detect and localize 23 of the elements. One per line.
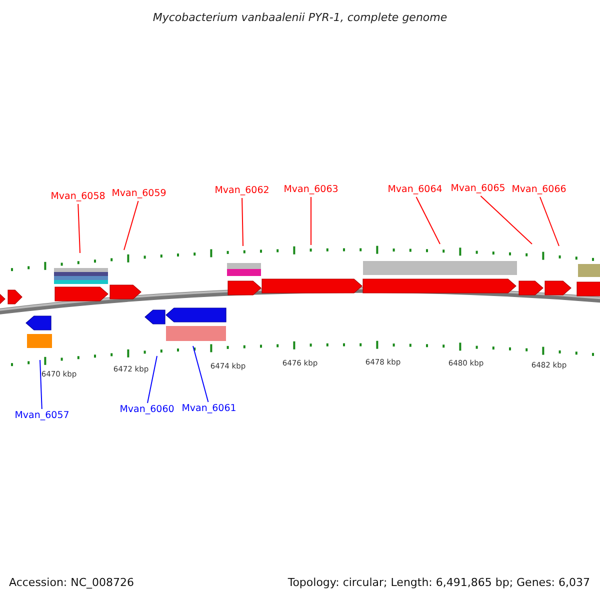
leader-line [242, 198, 244, 246]
gene-label: Mvan_6058 [50, 191, 106, 203]
gene-label: Mvan_6062 [214, 185, 270, 197]
gene-label: Mvan_6059 [112, 188, 166, 200]
gene-label: Mvan_6060 [120, 404, 174, 416]
leader-line [540, 196, 560, 246]
leader-line [147, 356, 158, 404]
gene-label: Mvan_6057 [14, 410, 70, 422]
gene-label: Mvan_6064 [388, 184, 442, 196]
leader-line [416, 196, 440, 244]
accession-note: Accession: NC_008726 [9, 575, 134, 591]
gene-label: Mvan_6063 [284, 184, 338, 196]
leader-line [310, 196, 312, 246]
leader-line [78, 204, 80, 254]
leader-line [124, 200, 139, 250]
leader-line [40, 360, 42, 410]
gene-label: Mvan_6065 [450, 183, 506, 195]
gene-label: Mvan_6061 [182, 403, 236, 415]
genome-summary-note: Topology: circular; Length: 6,491,865 bp; Genes: 6,037 [288, 575, 590, 591]
gene-label: Mvan_6066 [512, 184, 566, 196]
leader-line [192, 346, 209, 402]
title: Mycobacterium vanbaalenii PYR-1, complete genome [152, 10, 448, 26]
leader-line [480, 196, 532, 244]
